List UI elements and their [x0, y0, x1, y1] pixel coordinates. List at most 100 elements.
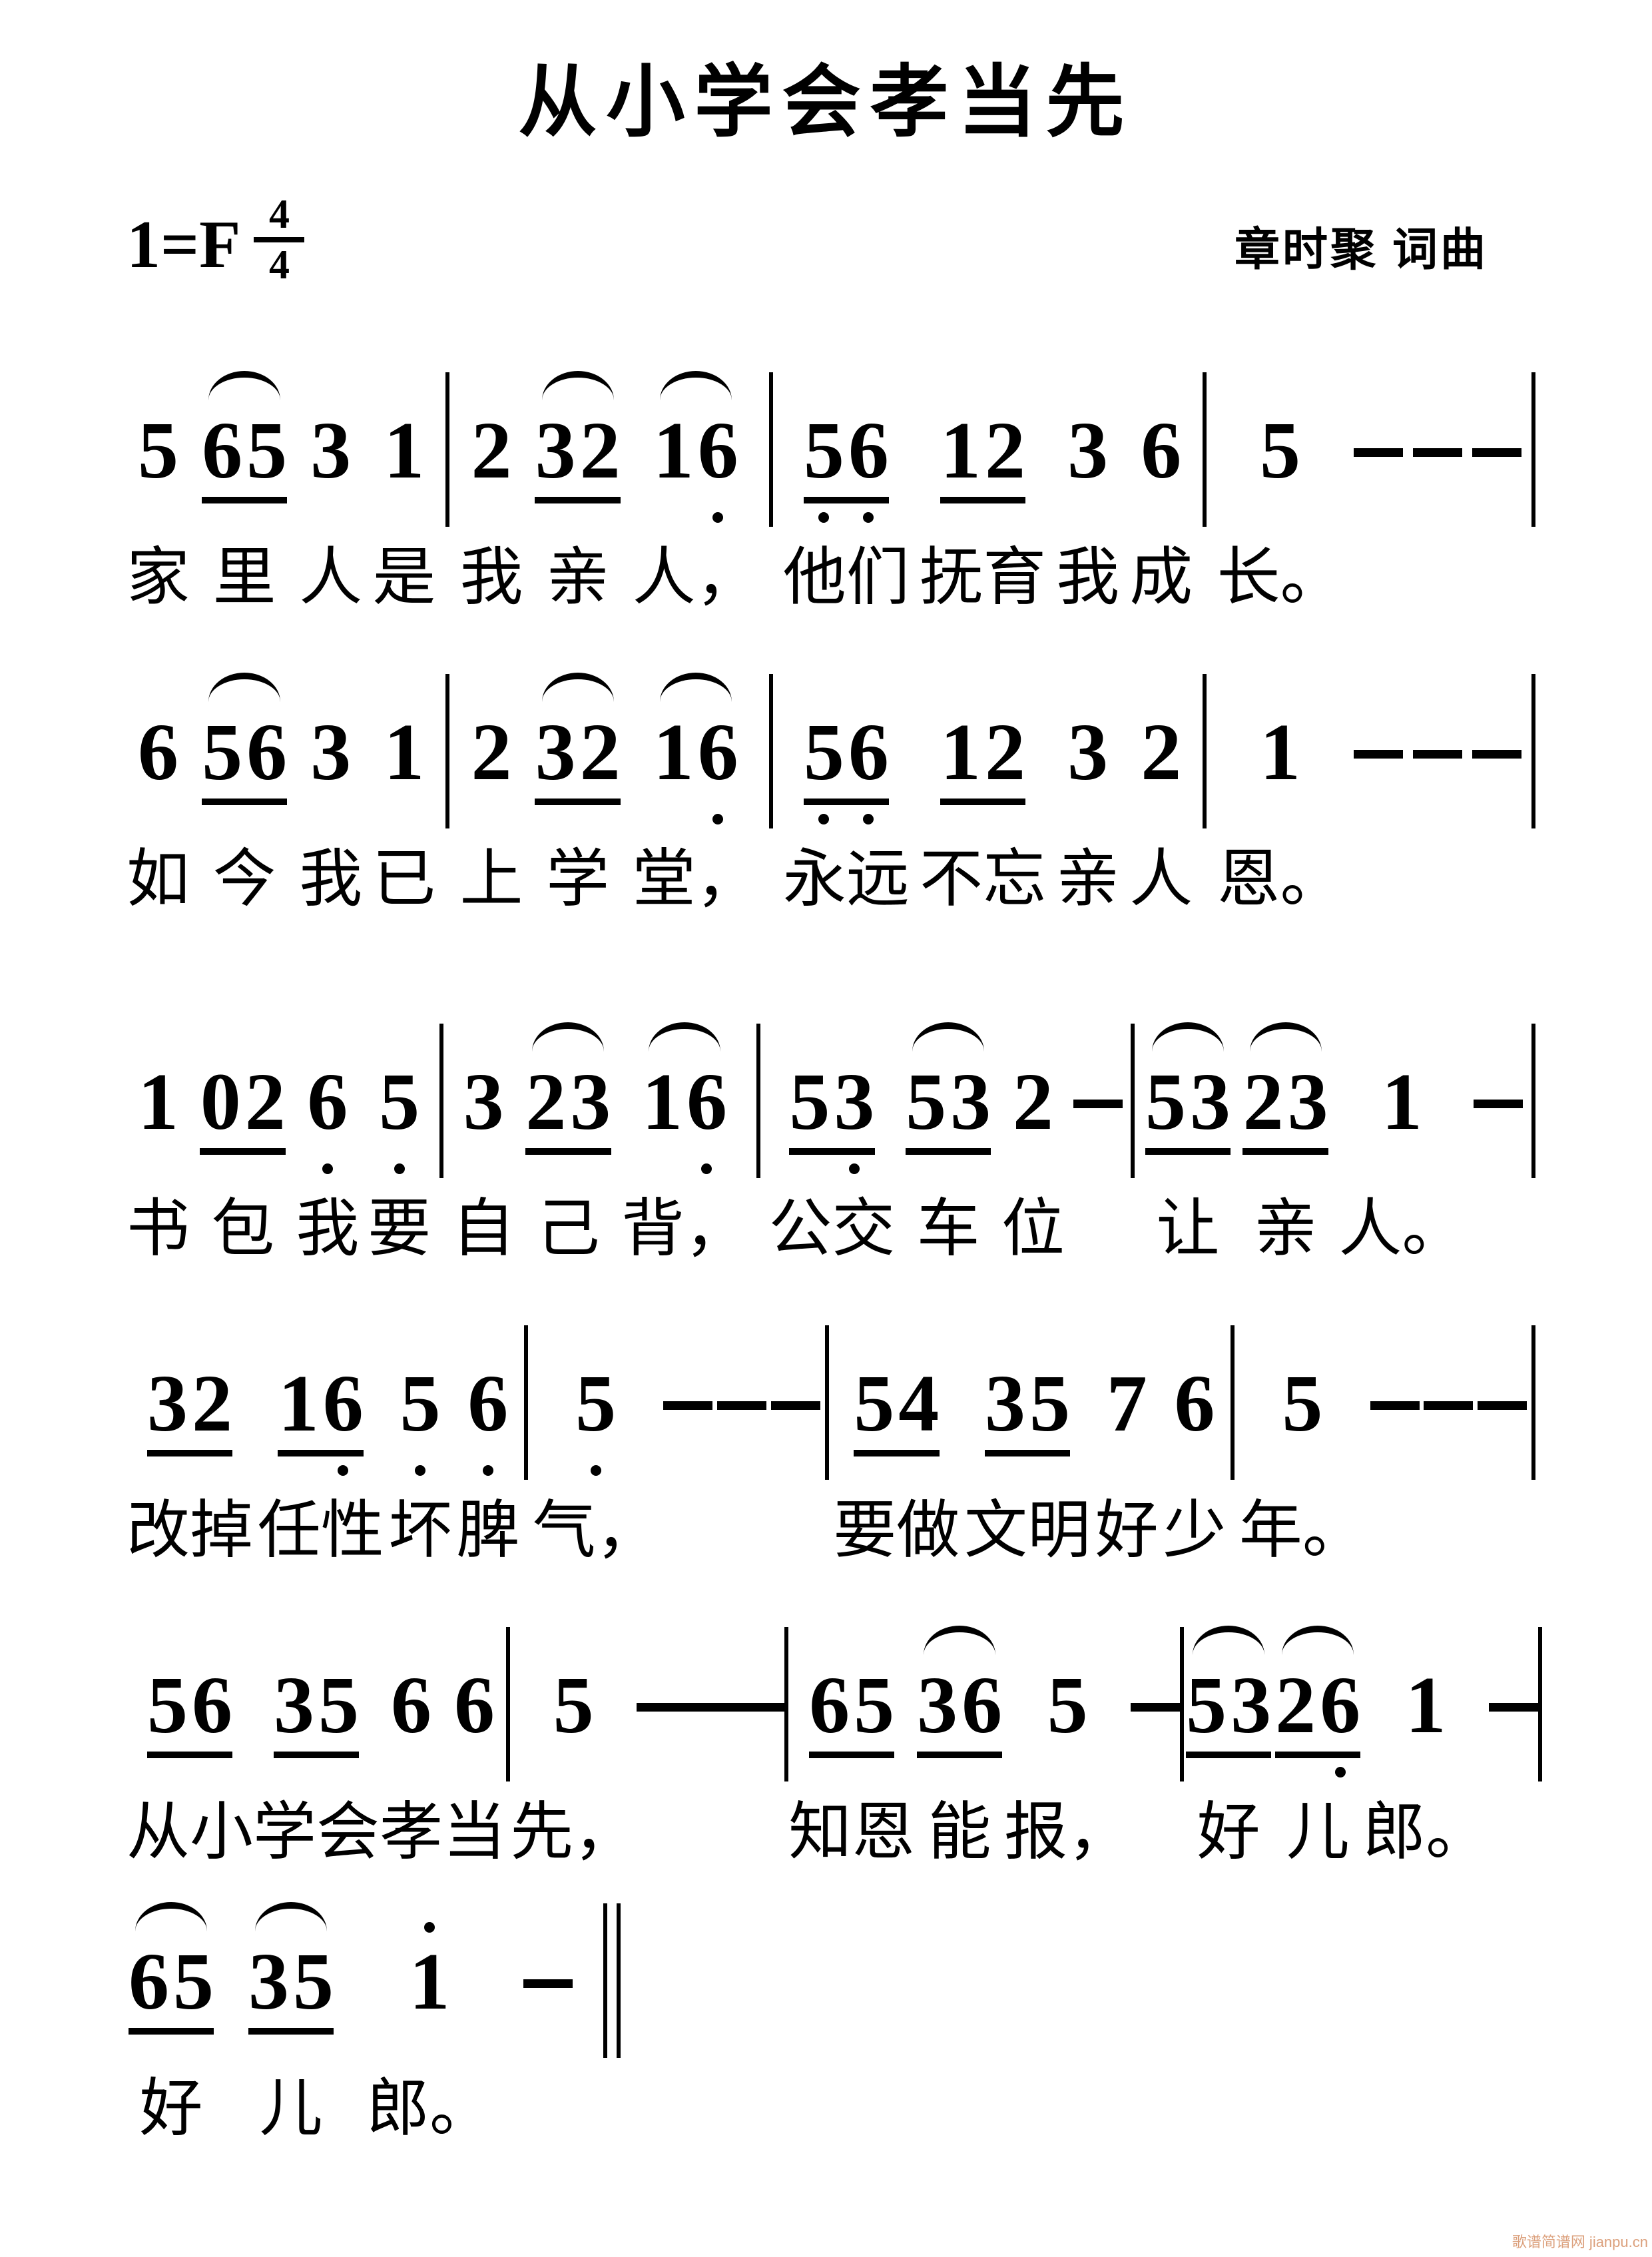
dot-slot	[802, 808, 846, 831]
octave-dot-row	[445, 840, 449, 863]
beam-underline	[1242, 1148, 1328, 1155]
dot-slot	[1139, 808, 1183, 831]
notes-column	[768, 671, 773, 863]
sustain-dash	[1353, 671, 1403, 800]
octave-dot-row	[1231, 1492, 1235, 1514]
octave-dot-row	[145, 1762, 234, 1784]
beam-row	[769, 828, 773, 840]
dot-slot	[651, 808, 696, 831]
dot-slot	[896, 1460, 941, 1482]
lyric-text: 背，	[621, 1193, 748, 1265]
note-digit: 3	[535, 406, 576, 496]
beam-row	[136, 495, 180, 507]
dot-slot	[846, 808, 891, 831]
notes-column	[1531, 1323, 1535, 1514]
notes-column: 2	[469, 370, 514, 529]
barline-mark	[1531, 1024, 1535, 1179]
beam-row	[802, 495, 891, 507]
dot-slot	[1273, 1762, 1318, 1784]
note-digit: 6	[391, 1660, 432, 1751]
notes-column	[1180, 1624, 1185, 1816]
lyric-text: 抚育	[920, 542, 1047, 613]
octave-dot-row	[1413, 469, 1462, 491]
octave-dot-row	[1472, 771, 1521, 793]
note-digit: 2	[1275, 1660, 1316, 1751]
note-digit: 1	[653, 707, 694, 798]
note-digit: 6	[467, 1359, 509, 1449]
number-row: 2	[1011, 1058, 1055, 1146]
note-digit: 5	[1259, 406, 1300, 496]
note-digit: 6	[192, 1660, 232, 1751]
slur-arc-icon	[1151, 1022, 1224, 1058]
beam-row	[523, 1146, 613, 1158]
lyric-text: 要做	[833, 1495, 960, 1566]
number-row	[756, 1024, 760, 1179]
time-signature: 4 4	[254, 194, 305, 286]
dot-slot	[1258, 808, 1302, 831]
barline	[1131, 1021, 1135, 1219]
notes-column: 1	[136, 1021, 180, 1181]
lyric-text: 堂，	[632, 844, 759, 915]
barline	[1538, 1624, 1543, 1823]
number-row	[445, 372, 450, 527]
beam-underline	[146, 1450, 233, 1457]
key-signature: 1=F 4 4	[127, 194, 305, 290]
beam-row	[200, 495, 289, 507]
final-barline	[603, 1901, 621, 2099]
beam-row	[1413, 457, 1462, 469]
beam-row	[1105, 1448, 1149, 1460]
dot-slot	[243, 1158, 288, 1181]
beam-row	[1380, 1146, 1424, 1158]
dot-slot	[573, 1460, 618, 1482]
slur-row	[533, 671, 623, 709]
barline-mark	[824, 1325, 829, 1480]
octave-dot-row	[136, 808, 180, 831]
barline-mark	[445, 674, 450, 829]
beam-row	[640, 1146, 729, 1158]
beam-row	[469, 797, 514, 808]
octave-dot-low	[863, 814, 874, 825]
beam-row	[445, 527, 449, 539]
barline-mark	[1538, 1627, 1543, 1782]
barline-mark	[768, 674, 773, 829]
dot-slot	[244, 507, 289, 529]
beam-row	[651, 797, 740, 808]
dot-slot	[382, 507, 426, 529]
beam-row	[198, 1146, 288, 1158]
octave-dot-row	[663, 1422, 712, 1445]
octave-dot-row	[200, 808, 289, 831]
number-row	[686, 1662, 736, 1712]
notes-column: 3	[1065, 671, 1110, 831]
notes-column: 1	[408, 1901, 452, 2061]
sustain-dash-mark	[770, 1401, 820, 1411]
notes-column	[1353, 370, 1403, 491]
barline-mark	[1203, 674, 1207, 829]
note-digit: 3	[147, 1359, 188, 1449]
notes-column: 1	[382, 370, 426, 529]
lyric-text: 我	[1056, 542, 1120, 613]
dot-slot	[1065, 507, 1110, 529]
number-row	[637, 1662, 687, 1712]
slur-row	[1073, 1021, 1123, 1058]
octave-dot-row	[769, 539, 773, 561]
note-digit: 6	[1141, 406, 1182, 496]
notes-column	[1478, 1323, 1527, 1445]
slur-arc-icon	[208, 673, 281, 709]
octave-dot-row	[651, 507, 740, 529]
dot-slot	[568, 1158, 613, 1181]
slur-row	[272, 1624, 361, 1662]
